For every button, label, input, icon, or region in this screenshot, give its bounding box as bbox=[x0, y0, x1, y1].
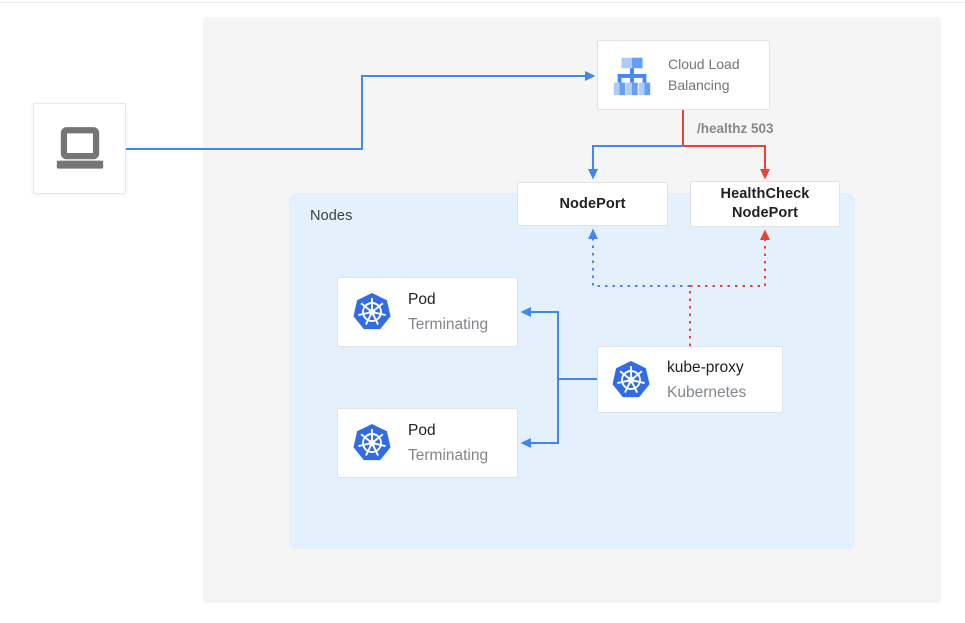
pod-1-title: Pod bbox=[408, 291, 436, 308]
pod-2-title: Pod bbox=[408, 422, 436, 439]
pod-2-status: Terminating bbox=[408, 447, 489, 464]
pod-2-labels: Pod Terminating bbox=[408, 418, 488, 468]
client-node bbox=[33, 103, 126, 194]
kube-proxy-node: kube-proxy Kubernetes bbox=[597, 346, 783, 413]
healthcheck-label-line1: HealthCheck bbox=[720, 186, 810, 202]
kube-proxy-subtitle: Kubernetes bbox=[667, 383, 747, 401]
laptop-icon bbox=[51, 124, 109, 174]
kubernetes-icon bbox=[352, 292, 392, 332]
load-balancer-icon bbox=[609, 53, 655, 97]
kube-proxy-title: kube-proxy bbox=[667, 358, 744, 376]
healthz-status-label: /healthz 503 bbox=[697, 121, 774, 136]
cloud-load-balancing-label: Cloud Load Balancing bbox=[668, 56, 740, 93]
kube-proxy-labels: kube-proxy Kubernetes bbox=[667, 355, 746, 405]
pod-1-status: Terminating bbox=[408, 316, 489, 333]
pod-node-1: Pod Terminating bbox=[337, 277, 518, 347]
kubernetes-icon bbox=[352, 423, 392, 463]
window-top-divider bbox=[0, 2, 965, 3]
healthcheck-nodeport-node: HealthCheck NodePort bbox=[690, 181, 840, 227]
pod-node-2: Pod Terminating bbox=[337, 408, 518, 478]
kubernetes-icon bbox=[611, 360, 651, 400]
nodes-container-label: Nodes bbox=[310, 208, 353, 224]
pod-1-labels: Pod Terminating bbox=[408, 287, 488, 337]
healthcheck-label-line2: NodePort bbox=[731, 205, 799, 221]
nodeport-node: NodePort bbox=[517, 182, 668, 226]
cloud-load-balancing-node: Cloud Load Balancing bbox=[597, 40, 770, 110]
nodeport-label: NodePort bbox=[559, 195, 626, 212]
